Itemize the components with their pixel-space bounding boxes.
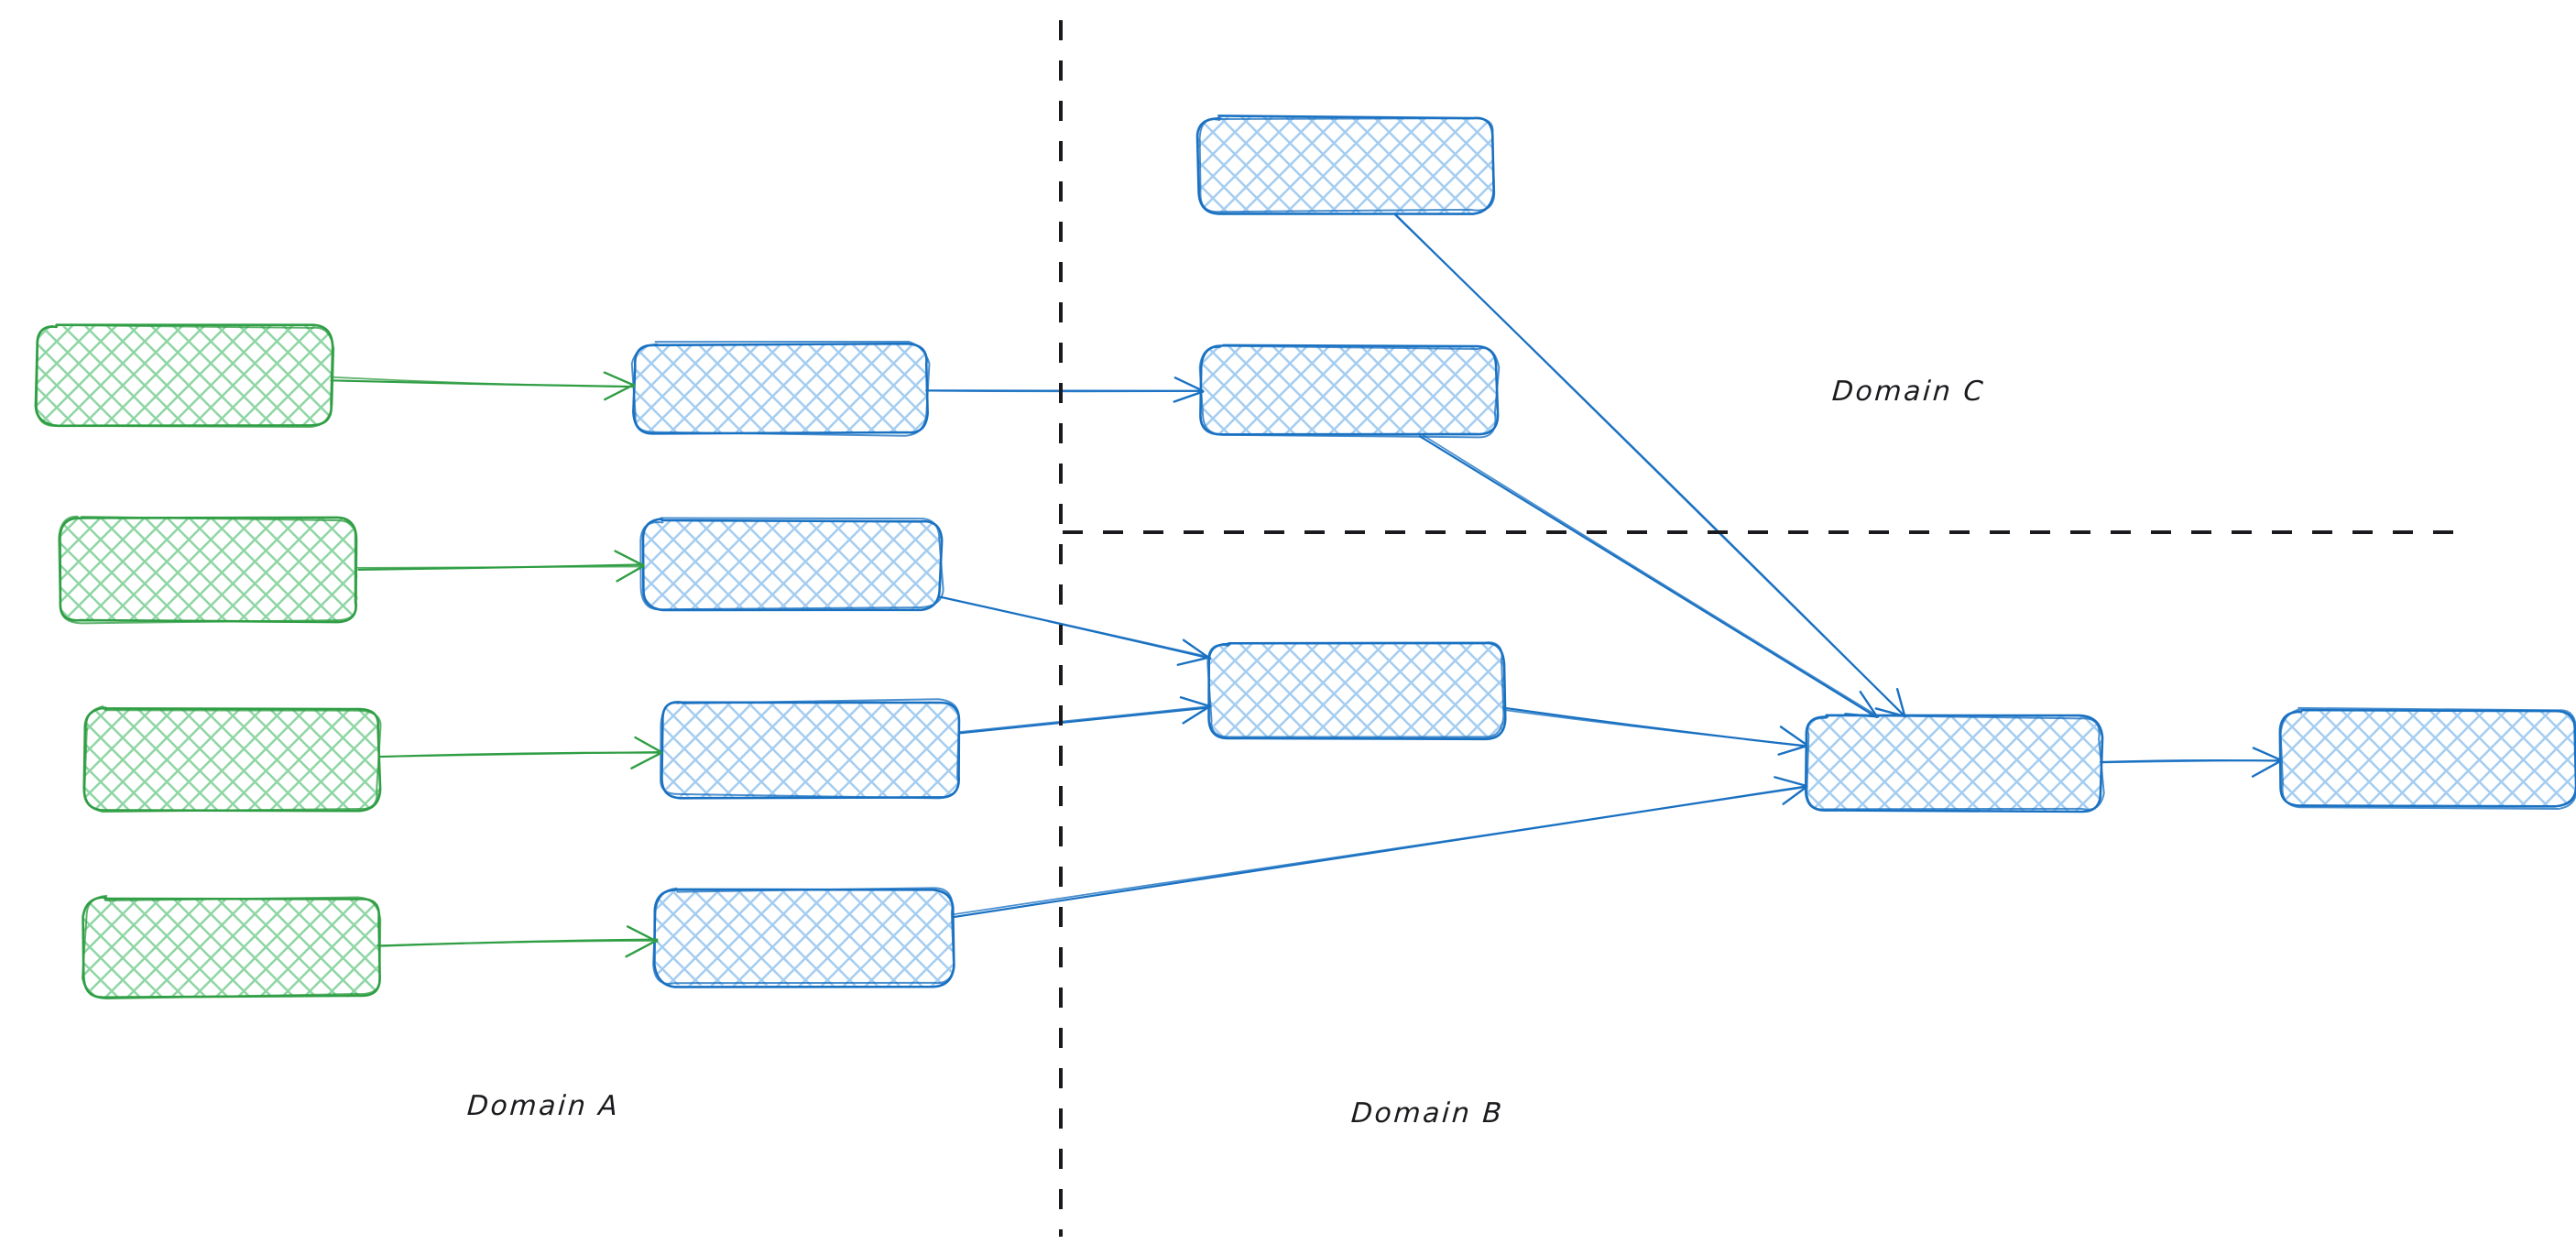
node-g3[interactable] [82, 705, 382, 813]
edge-e4[interactable] [377, 925, 659, 958]
edge-e1[interactable] [330, 371, 636, 401]
edge-e11[interactable] [951, 776, 1808, 919]
edge-e3[interactable] [377, 736, 662, 769]
edge-e9[interactable] [1418, 432, 1880, 719]
edge-e12[interactable] [2099, 747, 2282, 778]
node-d2[interactable] [2278, 706, 2576, 810]
edge-e7[interactable] [957, 696, 1212, 735]
node-g2[interactable] [58, 515, 358, 625]
node-c3[interactable] [1206, 641, 1507, 741]
node-d1[interactable] [1804, 714, 2105, 813]
node-g1[interactable] [34, 323, 335, 429]
node-b1[interactable] [630, 340, 931, 437]
edge-e10[interactable] [1502, 706, 1808, 756]
node-b4[interactable] [652, 887, 955, 988]
edge-e5[interactable] [925, 376, 1205, 403]
edge-e6[interactable] [938, 595, 1212, 666]
node-b2[interactable] [639, 517, 944, 612]
node-b3[interactable] [660, 698, 961, 800]
domain-label-c: Domain C [1830, 376, 1987, 408]
edge-e8[interactable] [1393, 213, 1906, 718]
node-c2[interactable] [1198, 344, 1501, 439]
node-c1[interactable] [1195, 115, 1496, 215]
domain-label-a: Domain A [465, 1090, 621, 1122]
node-g4[interactable] [81, 894, 382, 1000]
domain-label-b: Domain B [1349, 1097, 1505, 1130]
edge-e2[interactable] [356, 550, 645, 583]
